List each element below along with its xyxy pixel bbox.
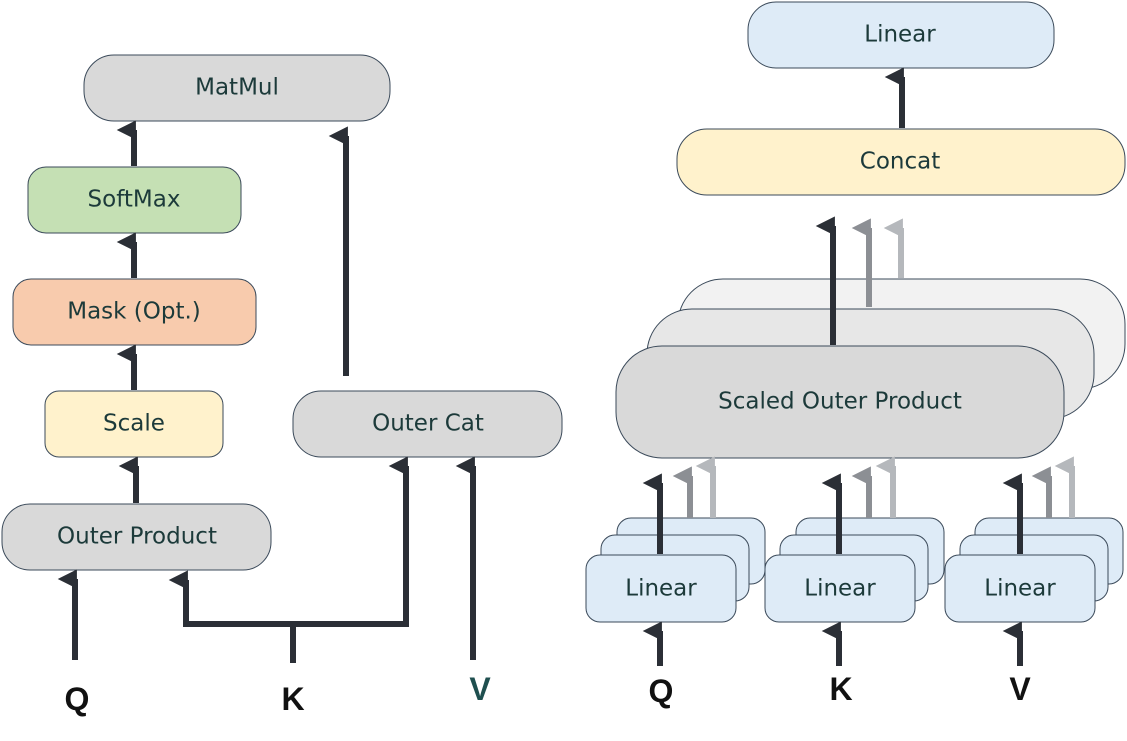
linear-k-label: Linear (804, 576, 876, 602)
outer-product-label: Outer Product (57, 524, 217, 550)
outer-cat-box (292, 390, 563, 458)
outer-product-box (1, 503, 272, 571)
linear-v-label: Linear (984, 576, 1056, 602)
left-diagram: MatMul SoftMax Mask (Opt.) Scale Outer P… (1, 54, 563, 717)
linear-k-stack: Linear K (764, 456, 945, 707)
concat-label: Concat (860, 149, 940, 175)
scaled-outer-product-label: Scaled Outer Product (718, 389, 962, 415)
left-input-k: K (281, 681, 304, 717)
softmax-label: SoftMax (88, 187, 181, 213)
outer-cat-label: Outer Cat (372, 411, 484, 437)
linear-v-stack: Linear V (944, 456, 1124, 707)
left-input-v: V (469, 671, 491, 707)
left-input-q: Q (65, 681, 90, 717)
scale-label: Scale (103, 411, 165, 437)
matmul-box (83, 54, 391, 122)
linear-top-label: Linear (864, 22, 936, 48)
mask-label: Mask (Opt.) (67, 299, 201, 325)
scaled-outer-product-box (615, 345, 1065, 459)
concat-box (676, 128, 1126, 196)
right-input-v: V (1009, 671, 1031, 707)
right-input-q: Q (649, 673, 674, 709)
linear-q-label: Linear (625, 576, 697, 602)
matmul-label: MatMul (195, 75, 279, 101)
right-diagram: Linear Concat Scaled Outer Product Linea… (585, 1, 1126, 709)
linear-q-stack: Linear Q (585, 456, 766, 709)
k-branch-lines (186, 621, 406, 663)
right-input-k: K (829, 671, 852, 707)
